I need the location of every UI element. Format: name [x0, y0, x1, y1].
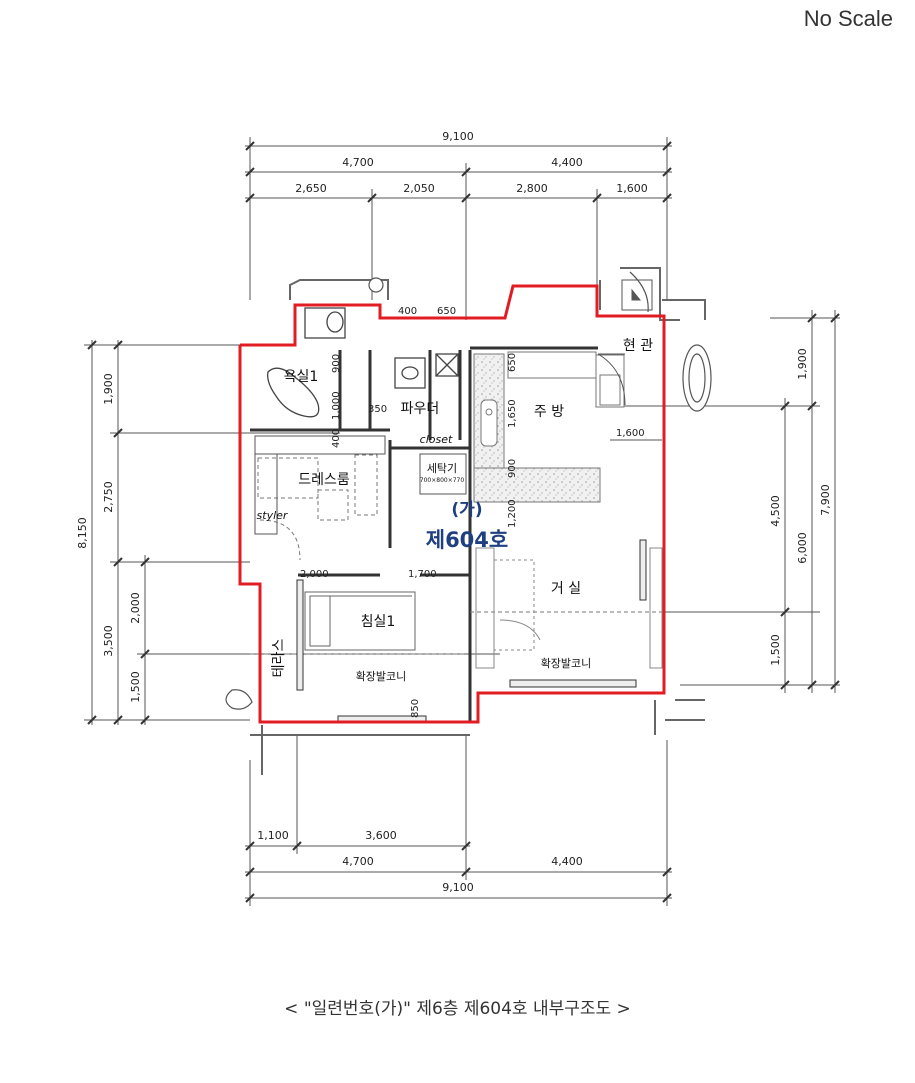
- unit-boundary: [238, 284, 666, 724]
- dim-1000: 1,000: [331, 391, 342, 420]
- thin-interior-lines: [250, 454, 662, 655]
- dimension-lines-top: [245, 137, 672, 320]
- dimension-lines-bottom: [245, 735, 672, 906]
- dim-bottom-a: 1,100: [257, 829, 289, 842]
- dim-400b: 400: [331, 429, 342, 448]
- dim-400: 400: [398, 306, 417, 317]
- dim-850: 850: [410, 699, 421, 718]
- dim-kitchen-width: 1,600: [616, 428, 645, 439]
- dim-650b: 650: [507, 353, 518, 372]
- unit-label-number: 제604호: [426, 528, 508, 552]
- dim-bottom-left: 4,700: [342, 855, 374, 868]
- room-living: 거 실: [551, 581, 581, 597]
- dim-top-right: 4,400: [551, 156, 583, 169]
- room-dress: 드레스룸: [298, 472, 350, 488]
- bathtub-inner-icon: [267, 367, 320, 418]
- dim-top-a: 2,650: [295, 182, 327, 195]
- bathtub-icon: [682, 344, 712, 412]
- dim-900a: 900: [331, 354, 342, 373]
- dim-top-b: 2,050: [403, 182, 435, 195]
- dim-right-a: 1,900: [796, 348, 809, 380]
- dim-right-c: 6,000: [796, 532, 809, 564]
- toilet-icon: [368, 277, 384, 293]
- dim-left-c: 3,500: [102, 625, 115, 657]
- dim-right-d: 1,500: [769, 634, 782, 666]
- dim-left-d: 2,000: [129, 592, 142, 624]
- dim-1200: 1,200: [507, 499, 518, 528]
- dim-top-d: 1,600: [616, 182, 648, 195]
- windows: [296, 539, 647, 724]
- dimension-ticks-top: [245, 141, 672, 203]
- sink-icon: [480, 399, 498, 447]
- dim-top-left: 4,700: [342, 156, 374, 169]
- toilet-bowl-icon: [401, 366, 419, 380]
- door-swing-icon: [629, 271, 649, 313]
- dimension-ticks-right: [780, 313, 840, 690]
- room-balcony-right: 확장발코니: [541, 657, 592, 670]
- shower-screen: [394, 357, 426, 389]
- bed: [304, 591, 416, 651]
- dimension-ticks-bottom: [245, 841, 672, 903]
- dim-left-e: 1,500: [129, 671, 142, 703]
- dim-bottom-right: 4,400: [551, 855, 583, 868]
- dim-1650: 1,650: [507, 399, 518, 428]
- outside-fixtures: [225, 271, 712, 710]
- dim-2000: 2,000: [300, 569, 329, 580]
- figure-caption: < "일련번호(가)" 제6층 제604호 내부구조도 >: [284, 999, 631, 1019]
- dressroom-shelves: [254, 435, 386, 535]
- laundry-area: [419, 453, 467, 495]
- window-entrance: [639, 539, 647, 601]
- dim-1700: 1,700: [408, 569, 437, 580]
- room-terrace: 테라스: [271, 639, 287, 678]
- dim-right-b: 4,500: [769, 495, 782, 527]
- dim-bottom-b: 3,600: [365, 829, 397, 842]
- dim-900b: 900: [507, 459, 518, 478]
- room-laundry-size: 700×800×770: [420, 477, 465, 484]
- room-closet: closet: [420, 433, 453, 446]
- kitchen-counter: [473, 351, 625, 503]
- exterior-walls: [250, 267, 706, 775]
- dim-left-a: 1,900: [102, 373, 115, 405]
- dim-top-c: 2,800: [516, 182, 548, 195]
- dimension-ticks-left: [87, 340, 150, 725]
- room-balcony-left: 확장발코니: [356, 670, 407, 683]
- dim-350: 350: [368, 404, 387, 415]
- dim-bottom-total: 9,100: [442, 881, 474, 894]
- scale-note: No Scale: [803, 6, 893, 31]
- dim-left-b: 2,750: [102, 481, 115, 513]
- interior-walls: [250, 346, 598, 722]
- entrance-door: [597, 279, 653, 406]
- room-styler: styler: [257, 509, 289, 522]
- room-bath: 욕실1: [284, 369, 319, 385]
- room-kitchen: 주 방: [534, 404, 564, 420]
- room-bedroom: 침실1: [361, 614, 396, 630]
- living-furniture: [475, 547, 663, 669]
- room-entrance: 현 관: [623, 338, 653, 354]
- dim-left-total: 8,150: [76, 517, 89, 549]
- window-living: [509, 679, 637, 688]
- dim-top-total: 9,100: [442, 130, 474, 143]
- room-laundry: 세탁기: [427, 462, 457, 475]
- window-terrace: [296, 579, 304, 691]
- unit-label-series: (가): [451, 500, 482, 520]
- room-powder: 파우더: [401, 401, 440, 417]
- dim-right-total: 7,900: [819, 484, 832, 516]
- dim-650: 650: [437, 306, 456, 317]
- bath-fixtures: [267, 307, 459, 418]
